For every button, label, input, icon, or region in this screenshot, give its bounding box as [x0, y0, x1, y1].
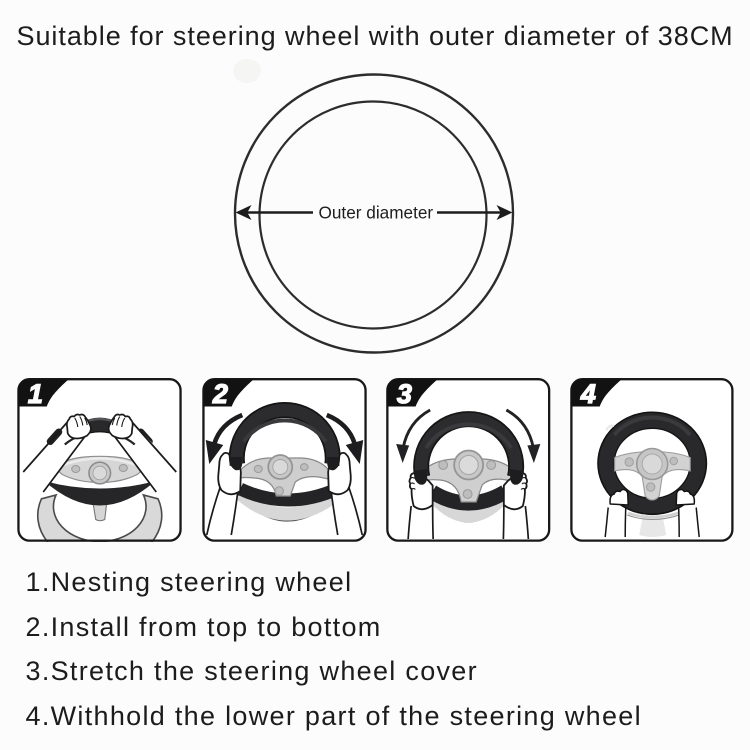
svg-text:3: 3 — [397, 379, 412, 409]
svg-text:2: 2 — [212, 379, 228, 409]
svg-text:Outer diameter: Outer diameter — [319, 203, 434, 223]
svg-text:1: 1 — [28, 379, 43, 409]
svg-text:4: 4 — [580, 379, 596, 409]
